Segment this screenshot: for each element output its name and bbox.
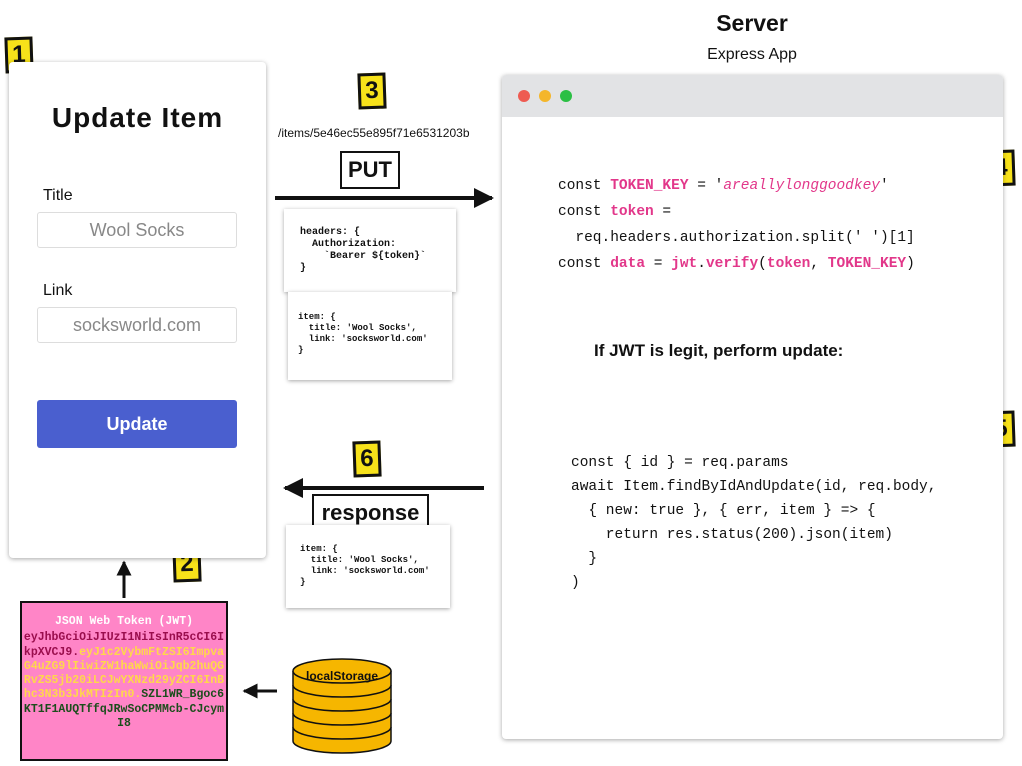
request-headers-note: headers: { Authorization: `Bearer ${toke… [284,209,456,292]
link-input[interactable]: socksworld.com [37,307,237,343]
put-method-label: PUT [340,151,400,189]
jwt-signature-part: SZL1WR_Bgoc6KT1F1AUQTffqJRwSoCPMMcb-CJcy… [23,688,225,731]
response-body-note: item: { title: 'Wool Socks', link: 'sock… [286,525,450,608]
server-window: const TOKEN_KEY = 'areallylonggoodkey' c… [502,75,1003,739]
title-label: Title [43,187,73,204]
request-body-code: item: { title: 'Wool Socks', link: 'sock… [298,312,428,355]
update-button[interactable]: Update [37,400,237,448]
server-subtitle: Express App [707,46,797,63]
window-maximize-dot[interactable] [560,90,572,102]
jwt-heading: JSON Web Token (JWT) [54,615,194,628]
jwt-header-part: eyJhbGciOiJIUzI1NiIsInR5cCI6IkpXVCJ9. [23,631,225,659]
client-card: Update Item Title Wool Socks Link socksw… [9,62,266,558]
jwt-verify-code: const TOKEN_KEY = 'areallylonggoodkey' c… [558,178,915,272]
request-url: /items/5e46ec55e895f71e6531203b [278,126,470,140]
window-titlebar [502,75,1003,117]
verify-condition-text: If JWT is legit, perform update: [594,341,844,360]
local-storage-database-icon [292,658,392,754]
update-item-code: const { id } = req.params await Item.fin… [571,455,937,591]
jwt-payload-part: eyJ1c2VybmFtZSI6ImpvaG4uZG9lIiwiZW1haWwi… [23,645,225,702]
window-close-dot[interactable] [518,90,530,102]
client-title: Update Item [51,102,224,133]
link-label: Link [43,282,73,299]
local-storage-label: localStorage [305,669,379,683]
request-headers-code: headers: { Authorization: `Bearer ${toke… [300,227,427,274]
response-body-code: item: { title: 'Wool Socks', link: 'sock… [300,544,430,587]
request-body-note: item: { title: 'Wool Socks', link: 'sock… [288,292,452,380]
server-title: Server [716,10,788,36]
title-input[interactable]: Wool Socks [37,212,237,248]
jwt-token-box: JSON Web Token (JWT) eyJhbGciOiJIUzI1NiI… [20,601,228,761]
window-minimize-dot[interactable] [539,90,551,102]
